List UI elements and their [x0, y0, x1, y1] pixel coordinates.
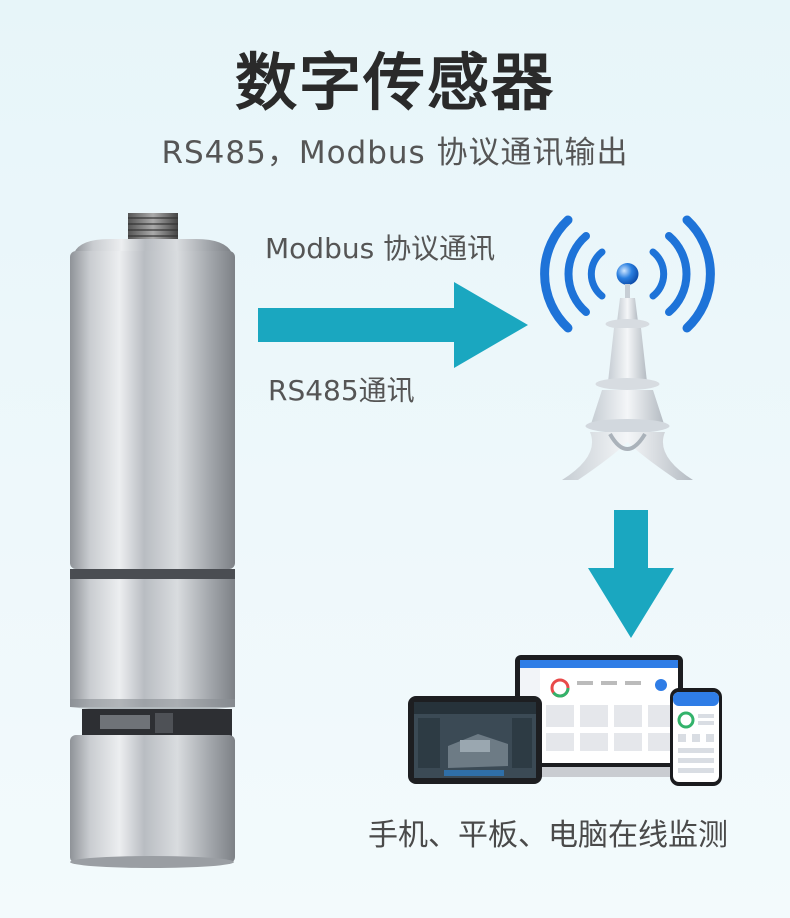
monitor-label: 手机、平板、电脑在线监测	[368, 818, 728, 853]
sensor-device	[70, 213, 235, 868]
phone	[670, 688, 722, 786]
modbus-label: Modbus 协议通讯	[265, 232, 496, 265]
arrow-down-icon	[588, 510, 674, 638]
arrow-right-icon	[258, 282, 528, 368]
page-title: 数字传感器	[234, 46, 555, 119]
rs485-label: RS485通讯	[268, 374, 415, 407]
page-subtitle: RS485，Modbus 协议通讯输出	[161, 135, 629, 171]
tablet	[408, 696, 542, 784]
signal-tower-icon	[540, 215, 715, 480]
laptop	[513, 655, 685, 777]
